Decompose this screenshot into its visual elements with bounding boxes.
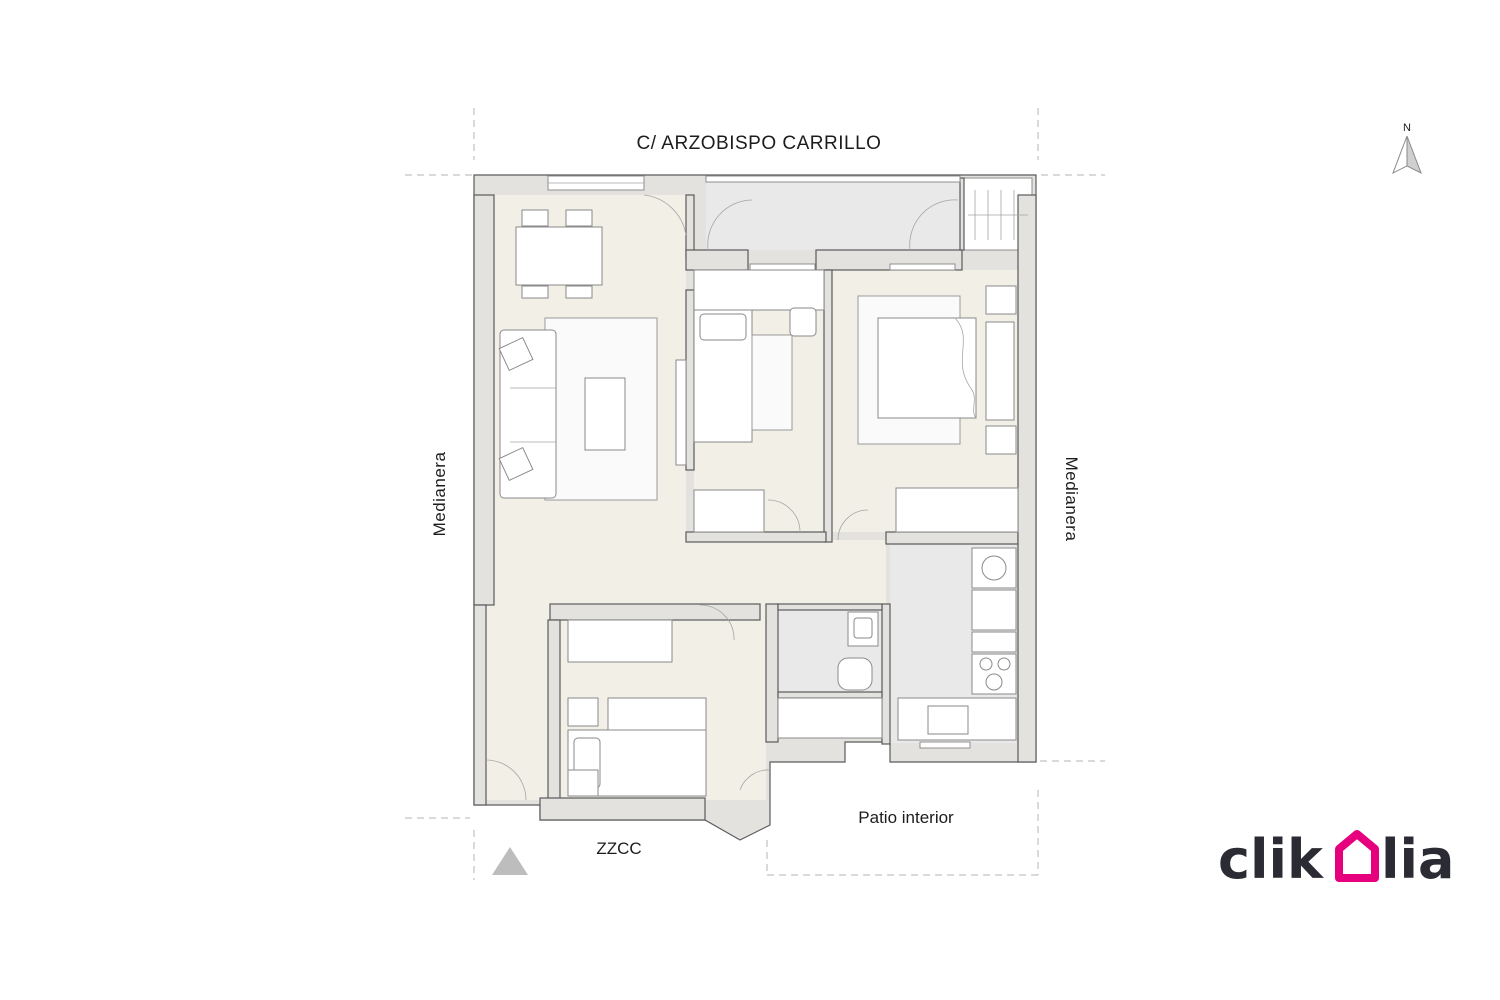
left-party-wall-label: Medianera [430, 452, 449, 537]
bathroom-fixtures [777, 611, 883, 739]
dining-set [515, 209, 603, 299]
logo-suffix: lia [1381, 828, 1454, 891]
bedroom-2-furniture [693, 269, 825, 533]
right-party-wall-label: Medianera [1062, 457, 1081, 542]
north-label: N [1403, 122, 1411, 134]
interior-walls [473, 177, 1037, 821]
laundry-rack [968, 190, 1028, 240]
north-arrow-icon: N [1392, 122, 1422, 175]
bedroom-3-furniture [567, 619, 707, 797]
common-areas-label: ZZCC [596, 839, 641, 858]
street-label: C/ ARZOBISPO CARRILLO [637, 133, 882, 154]
street-windows [547, 175, 971, 749]
interior-courtyard-label: Patio interior [858, 808, 954, 827]
logo-house-a-icon [1335, 830, 1379, 882]
door-swings [485, 194, 959, 801]
brand-logo: clik lia [1218, 828, 1454, 891]
bedroom-1-furniture [857, 285, 1019, 533]
living-set [498, 317, 687, 501]
logo-prefix: clik [1218, 828, 1324, 891]
entrance-triangle-icon [492, 847, 528, 875]
kitchen-fixtures [897, 547, 1017, 741]
